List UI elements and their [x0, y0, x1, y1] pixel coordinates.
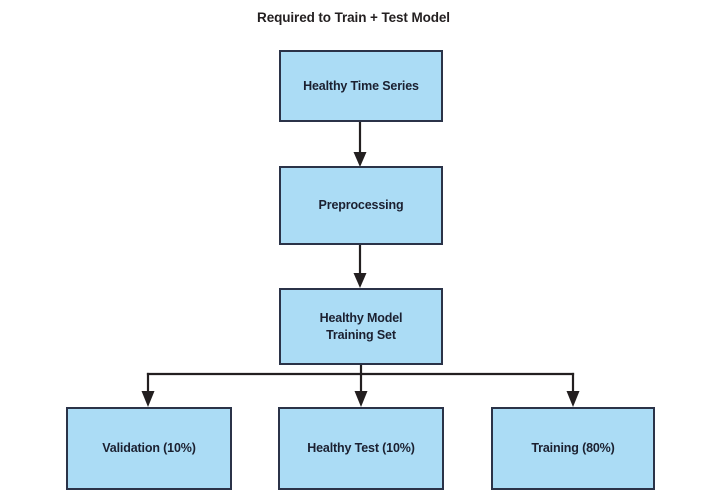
node-preprocessing[interactable]: Preprocessing	[279, 166, 443, 245]
arrow-head-icon-left	[141, 391, 155, 407]
node-label-healthy-model-training-set: Healthy Model Training Set	[319, 310, 403, 342]
arrow-head-icon-right	[566, 391, 580, 407]
node-training[interactable]: Training (80%)	[491, 407, 655, 490]
edge-training-set-split	[141, 361, 580, 407]
page-title: Required to Train + Test Model	[257, 10, 450, 25]
arrow-head-icon-middle	[354, 391, 368, 407]
node-label-healthy-time-series: Healthy Time Series	[303, 78, 419, 93]
node-healthy-model-training-set[interactable]: Healthy Model Training Set	[279, 288, 443, 365]
node-healthy-time-series[interactable]: Healthy Time Series	[279, 50, 443, 122]
node-label-validation: Validation (10%)	[102, 441, 196, 455]
edge-preprocessing-to-training-set	[353, 243, 367, 288]
node-healthy-test[interactable]: Healthy Test (10%)	[278, 407, 444, 490]
node-label-training: Training (80%)	[531, 441, 615, 455]
node-validation[interactable]: Validation (10%)	[66, 407, 232, 490]
arrow-head-icon	[353, 273, 367, 288]
node-label-preprocessing: Preprocessing	[318, 198, 404, 212]
edge-series-to-preprocessing	[353, 120, 367, 167]
arrow-head-icon	[353, 152, 367, 167]
node-label-healthy-test: Healthy Test (10%)	[307, 441, 415, 455]
